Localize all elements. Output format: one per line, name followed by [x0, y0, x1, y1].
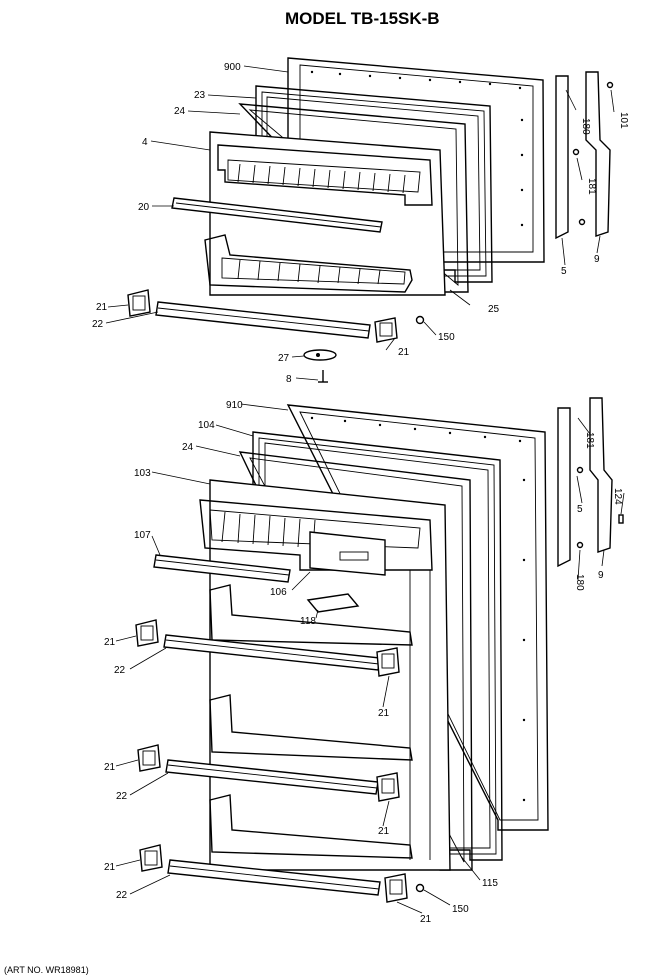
leader-lines: [105, 65, 625, 914]
freezer-shelf-end-cap-right: [374, 317, 398, 343]
freezer-door-stop-cam: [303, 349, 337, 361]
freezer-bottom-shelf-bar: [155, 301, 371, 339]
callout-107: 107: [134, 530, 151, 541]
callout-23: 23: [194, 90, 206, 101]
callout-21-right: 21: [398, 347, 410, 358]
callout-180-b: 180: [574, 574, 585, 591]
fresh-food-end-cap-1: [135, 619, 159, 647]
freezer-shelf-end-cap-left: [127, 289, 151, 317]
callout-21-a: 21: [104, 637, 116, 648]
callout-21-f: 21: [420, 914, 432, 925]
freezer-screw: [318, 370, 328, 383]
fresh-food-end-cap-2: [376, 647, 400, 677]
callout-181: 181: [586, 178, 597, 195]
fresh-food-door-assembly: [135, 397, 624, 903]
callout-9-b: 9: [598, 570, 604, 581]
callout-104: 104: [198, 420, 215, 431]
callout-180: 180: [580, 118, 591, 135]
fresh-food-shelf-bar-2: [165, 759, 379, 795]
diagram-title: MODEL TB-15SK-B: [285, 9, 440, 28]
callout-5: 5: [561, 266, 567, 277]
callout-22: 22: [92, 319, 104, 330]
freezer-inner-door: [204, 131, 446, 296]
callout-910: 910: [226, 400, 243, 411]
callout-150: 150: [438, 332, 455, 343]
fresh-food-plug: [415, 883, 425, 893]
freezer-callouts: 900 23 24 4 20 21 22 21 27 8 25 150 180 …: [92, 62, 629, 385]
callout-25: 25: [488, 304, 500, 315]
callout-20: 20: [138, 202, 150, 213]
callout-21-e: 21: [104, 862, 116, 873]
callout-21-d: 21: [378, 826, 390, 837]
fresh-food-inner-door: [199, 479, 451, 871]
callout-21-c: 21: [104, 762, 116, 773]
callout-101: 101: [618, 112, 629, 129]
callout-106: 106: [270, 587, 287, 598]
callout-22-b: 22: [116, 791, 128, 802]
fresh-food-hinge-parts: [557, 397, 624, 568]
fresh-food-callouts: 910 104 24 103 107 106 118 21 22 21 21 2…: [104, 400, 623, 925]
freezer-shelf-bar: [171, 197, 383, 233]
fresh-food-top-bar: [153, 554, 291, 583]
callout-4: 4: [142, 137, 148, 148]
callout-8: 8: [286, 374, 292, 385]
fresh-food-end-cap-5: [139, 844, 163, 872]
callout-21-left: 21: [96, 302, 108, 313]
fresh-food-end-cap-6: [384, 873, 408, 903]
callout-124: 124: [612, 488, 623, 505]
callout-150-b: 150: [452, 904, 469, 915]
freezer-plug: [415, 315, 425, 325]
art-number: (ART NO. WR18981): [4, 965, 89, 975]
callout-27: 27: [278, 353, 290, 364]
callout-115: 115: [482, 878, 498, 889]
fresh-food-end-cap-3: [137, 744, 161, 772]
callout-22-c: 22: [116, 890, 128, 901]
callout-24-b: 24: [182, 442, 194, 453]
freezer-hinge-parts: [555, 71, 614, 240]
freezer-door-assembly: [127, 57, 614, 383]
fresh-food-end-cap-4: [376, 772, 400, 802]
callout-181-b: 181: [584, 432, 595, 449]
callout-22-a: 22: [114, 665, 126, 676]
callout-21-b: 21: [378, 708, 390, 719]
callout-900: 900: [224, 62, 241, 73]
callout-5-b: 5: [577, 504, 583, 515]
callout-24: 24: [174, 106, 186, 117]
callout-103: 103: [134, 468, 151, 479]
callout-9: 9: [594, 254, 600, 265]
fresh-food-shelf-bar-3: [167, 859, 381, 896]
callout-118: 118: [300, 616, 316, 627]
